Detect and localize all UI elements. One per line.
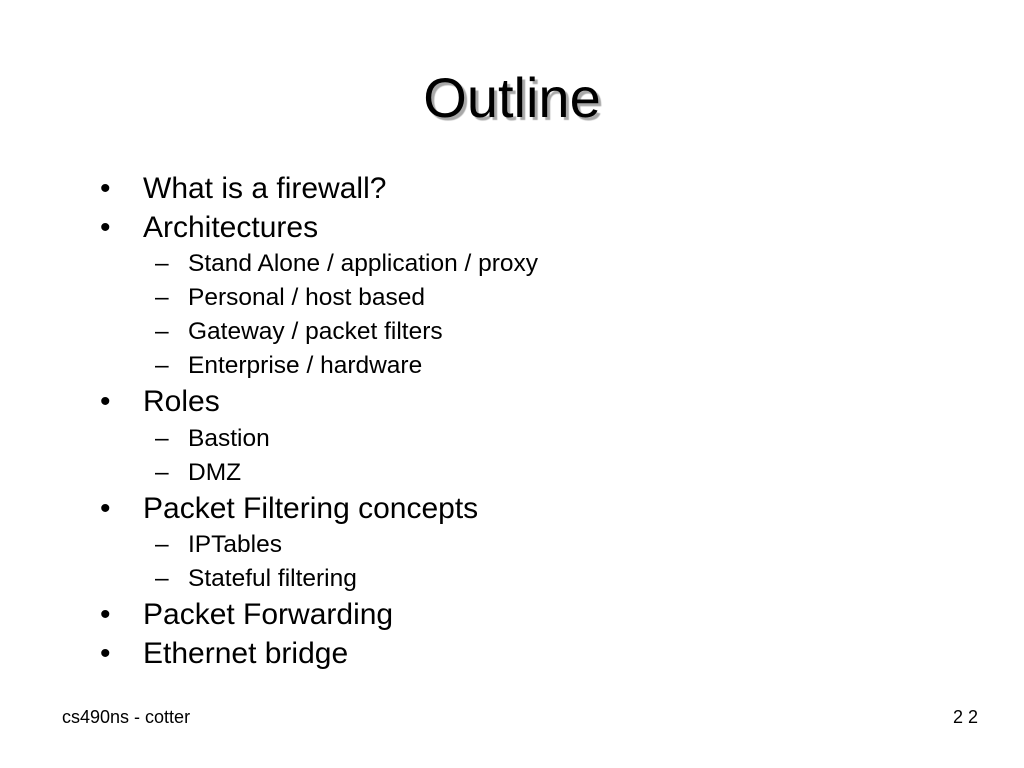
dash-marker: –	[155, 250, 169, 277]
item-text: Stateful filtering	[188, 565, 357, 592]
bullet-marker: •	[100, 491, 111, 525]
item-text: Ethernet bridge	[143, 636, 349, 670]
sub-bullet-item: –Personal / host based	[100, 281, 980, 315]
bullet-marker: •	[100, 385, 111, 418]
slide-title: Outline	[423, 66, 601, 129]
dash-marker: –	[155, 318, 169, 345]
sub-bullet-item: –Gateway / packet filters	[100, 315, 980, 349]
dash-marker: –	[155, 352, 169, 379]
bullet-marker: •	[100, 598, 111, 631]
bullet-item: • Ethernet bridge	[100, 635, 980, 674]
item-text: Enterprise / hardware	[188, 352, 423, 379]
dash-marker: –	[155, 458, 169, 486]
dash-marker: –	[155, 284, 169, 311]
item-text: Packet Filtering concepts	[143, 491, 479, 525]
item-text: What is a firewall?	[143, 172, 387, 205]
item-text: Packet Forwarding	[143, 598, 394, 631]
item-text: Personal / host based	[188, 284, 425, 311]
bullet-marker: •	[100, 636, 111, 670]
bullet-item: • Roles	[100, 383, 980, 422]
footer-page-number: 2 2	[952, 707, 978, 727]
item-text: Bastion	[188, 424, 270, 452]
dash-marker: –	[155, 424, 169, 452]
bullet-item: • Architectures	[100, 209, 980, 248]
item-text: Roles	[143, 385, 220, 418]
item-text: Architectures	[143, 210, 319, 244]
dash-marker: –	[155, 565, 169, 592]
bullet-marker: •	[100, 210, 111, 244]
bullet-marker: •	[100, 172, 111, 205]
item-text: IPTables	[188, 531, 282, 558]
item-text: Stand Alone / application / proxy	[188, 250, 539, 277]
item-text: Gateway / packet filters	[188, 318, 443, 345]
footer-author: cs490ns - cotter	[62, 707, 191, 727]
item-text: DMZ	[188, 458, 242, 486]
sub-bullet-item: –IPTables	[100, 528, 980, 562]
sub-bullet-item: –DMZ	[100, 456, 980, 490]
bullet-item: • What is a firewall?	[100, 170, 980, 209]
dash-marker: –	[155, 531, 169, 558]
outline-list: •What is a firewall?•Architectures–Stand…	[100, 170, 980, 673]
bullet-item: • Packet Filtering concepts	[100, 490, 980, 529]
sub-bullet-item: –Stateful filtering	[100, 562, 980, 596]
sub-bullet-item: –Stand Alone / application / proxy	[100, 247, 980, 281]
sub-bullet-item: –Enterprise / hardware	[100, 349, 980, 383]
sub-bullet-item: –Bastion	[100, 422, 980, 456]
bullet-item: • Packet Forwarding	[100, 596, 980, 635]
